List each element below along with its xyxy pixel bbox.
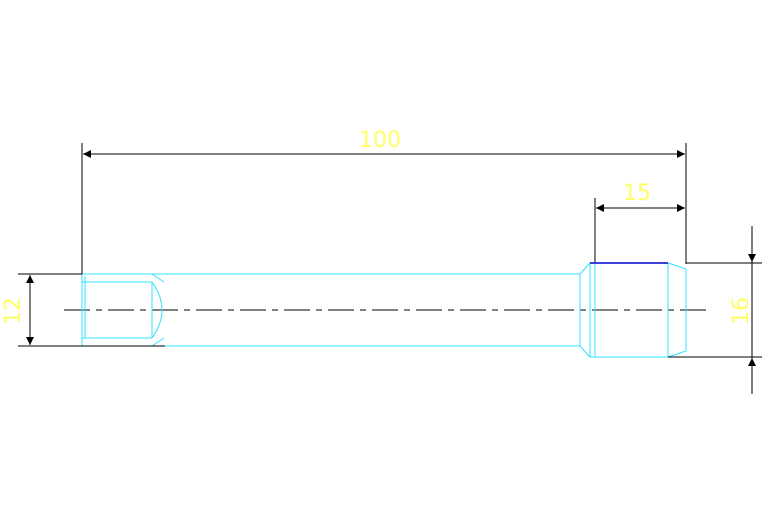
dimension-overall-length-label: 100 xyxy=(359,128,401,153)
dimension-shaft-diameter-label: 12 xyxy=(1,297,26,325)
dimension-collar-length-label: 15 xyxy=(623,181,651,206)
dimension-overall-length xyxy=(81,143,687,274)
dimension-collar-diameter xyxy=(668,226,762,394)
dimension-collar-diameter-label: 16 xyxy=(729,297,754,325)
dimension-collar-length xyxy=(594,198,685,262)
dimension-shaft-diameter xyxy=(18,273,165,347)
